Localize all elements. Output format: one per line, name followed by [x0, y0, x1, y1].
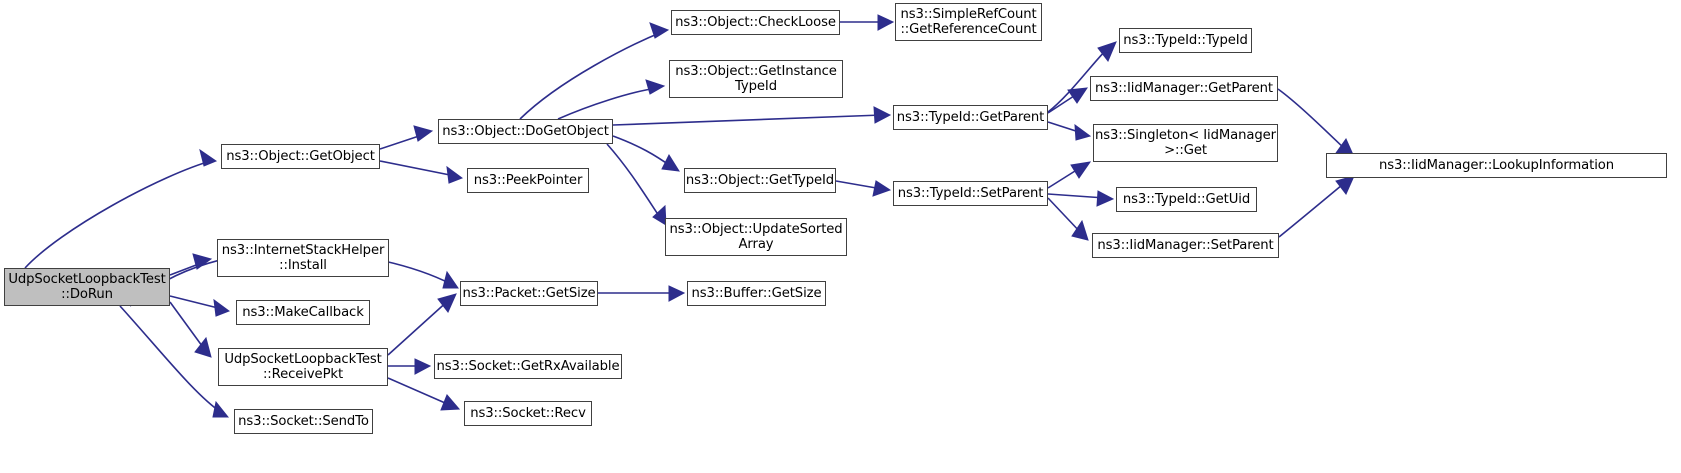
edge-dorun-to-getobject [24, 159, 215, 269]
graph-node-packetgetsize[interactable]: ns3::Packet::GetSize [460, 281, 598, 306]
arrowhead-checkloose-to-refcount [877, 14, 895, 31]
graph-node-tidtypeid[interactable]: ns3::TypeId::TypeId [1119, 28, 1252, 53]
graph-node-lookupinfo[interactable]: ns3::IidManager::LookupInformation [1326, 153, 1667, 178]
arrowhead-tidsetparent-to-singletonget [1070, 161, 1092, 179]
arrowhead-packetgetsize-to-buffergetsize [668, 285, 686, 302]
edge-tidsetparent-to-iidsetparent [1047, 197, 1083, 235]
graph-node-tidsetparent[interactable]: ns3::TypeId::SetParent [893, 181, 1048, 206]
edge-receivepkt-to-socketrecv [387, 377, 453, 407]
graph-node-socketrecv[interactable]: ns3::Socket::Recv [464, 401, 592, 426]
graph-node-getrxavailable[interactable]: ns3::Socket::GetRxAvailable [434, 354, 622, 379]
arrowhead-dogetobject-to-getinstancetid [645, 79, 666, 95]
graph-node-sendto[interactable]: ns3::Socket::SendTo [234, 409, 373, 434]
graph-node-iidgetparent[interactable]: ns3::IidManager::GetParent [1090, 76, 1278, 101]
arrowhead-receivepkt-to-socketrecv [440, 394, 461, 411]
arrowhead-dorun-to-receivepkt [194, 336, 212, 358]
graph-node-peekpointer[interactable]: ns3::PeekPointer [467, 168, 589, 193]
graph-node-refcount[interactable]: ns3::SimpleRefCount ::GetReferenceCount [895, 3, 1042, 41]
graph-node-makecallback[interactable]: ns3::MakeCallback [236, 300, 370, 325]
arrowhead-dorun-to-packetgetsize [442, 270, 459, 289]
graph-node-getinstancetid[interactable]: ns3::Object::GetInstance TypeId [669, 60, 843, 98]
graph-node-iidsetparent[interactable]: ns3::IidManager::SetParent [1092, 233, 1279, 258]
edge-dogetobject-to-updatesorted [606, 143, 662, 220]
arrowhead-dogetobject-to-updatesorted [652, 204, 667, 226]
edge-dorun-to-makecallback [169, 295, 223, 310]
arrowhead-tidsetparent-to-iidsetparent [1071, 219, 1089, 241]
edge-receivepkt-to-packetgetsize [387, 298, 451, 356]
graph-node-buffergetsize[interactable]: ns3::Buffer::GetSize [687, 281, 826, 306]
arrowhead-receivepkt-to-getrxavailable [414, 358, 432, 375]
graph-node-receivepkt[interactable]: UdpSocketLoopbackTest ::ReceivePkt [218, 348, 388, 386]
arrowhead-tidgetparent-to-iidgetparent [1067, 87, 1089, 104]
edge-iidgetparent-to-lookupinfo [1277, 88, 1349, 153]
graph-node-dogetobject[interactable]: ns3::Object::DoGetObject [438, 119, 613, 144]
graph-node-objgettypeid[interactable]: ns3::Object::GetTypeId [684, 168, 836, 193]
arrowhead-dogetobject-to-objgettypeid [661, 153, 680, 172]
graph-node-dorun[interactable]: UdpSocketLoopbackTest ::DoRun [4, 268, 170, 306]
arrowhead-getobject-to-dogetobject [413, 125, 434, 142]
arrowhead-iidsetparent-to-lookupinfo [1335, 175, 1355, 195]
edge-tidsetparent-to-tidgetuid [1047, 193, 1106, 199]
edge-dorun-to-receivepkt [169, 301, 206, 351]
graph-node-checkloose[interactable]: ns3::Object::CheckLoose [671, 10, 840, 35]
edge-iidsetparent-to-lookupinfo [1278, 179, 1349, 238]
graph-node-getobject[interactable]: ns3::Object::GetObject [221, 144, 380, 169]
graph-node-singletonget[interactable]: ns3::Singleton< IidManager >::Get [1093, 124, 1278, 162]
graph-node-updatesorted[interactable]: ns3::Object::UpdateSorted Array [665, 218, 847, 256]
graph-node-tidgetuid[interactable]: ns3::TypeId::GetUid [1116, 187, 1257, 212]
graph-node-tidgetparent[interactable]: ns3::TypeId::GetParent [893, 105, 1048, 130]
graph-node-install[interactable]: ns3::InternetStackHelper ::Install [217, 239, 389, 277]
edge-dogetobject-to-tidgetparent [612, 114, 883, 126]
arrowhead-dorun-to-makecallback [213, 298, 231, 317]
arrowhead-dorun-to-getobject [199, 148, 218, 167]
arrowhead-receivepkt-to-packetgetsize [437, 293, 457, 313]
arrowhead-dogetobject-to-checkloose [649, 22, 670, 39]
arrowhead-dogetobject-to-tidgetparent [873, 106, 892, 124]
arrowhead-dorun-to-sendto [212, 400, 230, 418]
arrowhead-objgettypeid-to-tidsetparent [872, 180, 892, 197]
arrowhead-tidsetparent-to-tidgetuid [1096, 190, 1115, 207]
edge-dorun-to-sendto [119, 305, 223, 414]
edge-getobject-to-peekpointer [379, 160, 456, 177]
edge-dogetobject-to-getinstancetid [557, 87, 658, 120]
arrowhead-getobject-to-peekpointer [446, 165, 464, 184]
edge-dogetobject-to-checkloose [519, 31, 663, 120]
arrowhead-tidgetparent-to-singletonget [1074, 123, 1092, 141]
arrowhead-tidgetparent-to-tidtypeid [1097, 41, 1117, 62]
